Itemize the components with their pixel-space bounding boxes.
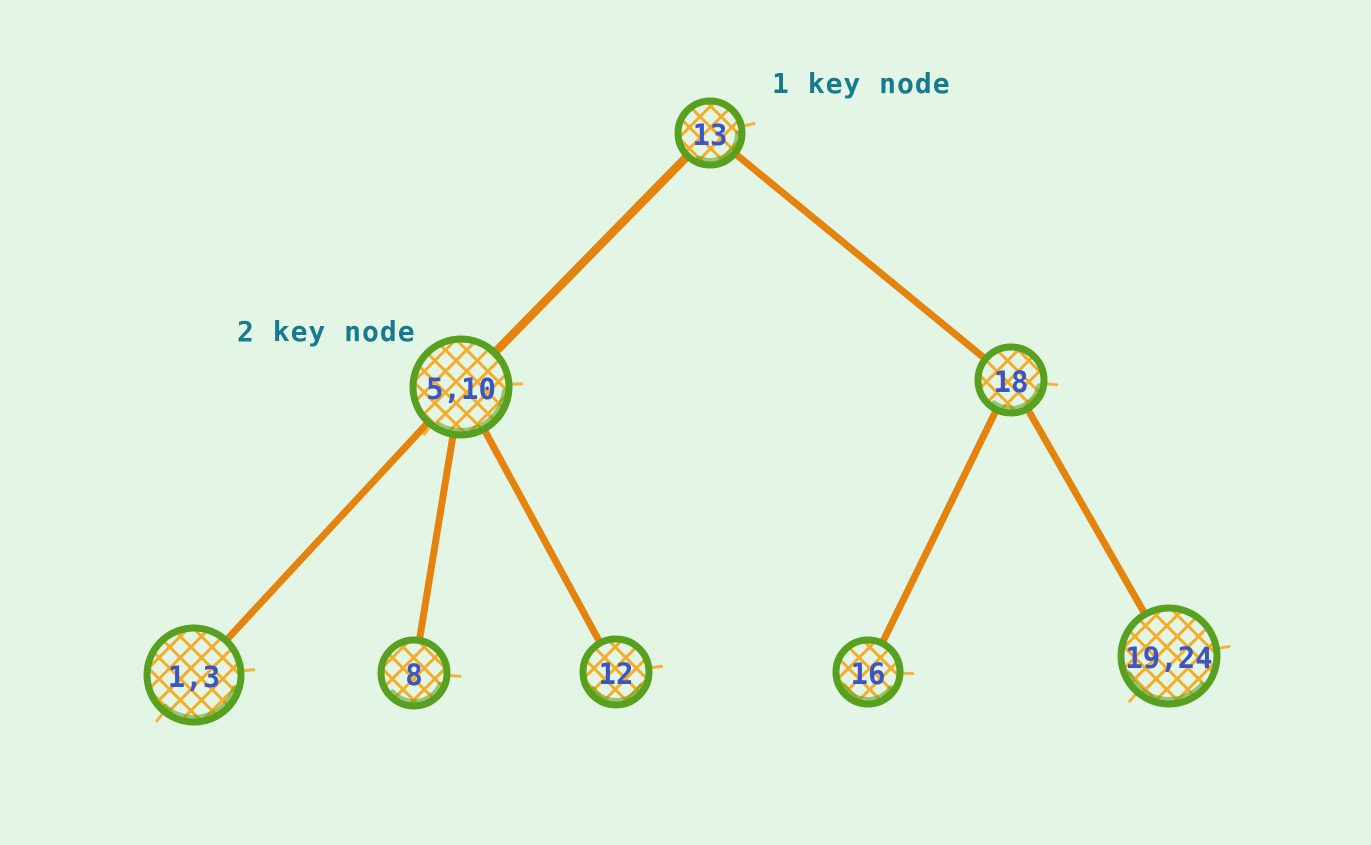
node-key-label: 18 xyxy=(994,365,1029,399)
node-key-label: 13 xyxy=(693,118,728,152)
edge-13-to-5,10 xyxy=(456,128,715,392)
tree-nodes: 13 5,10 18 1,3 8 12 16 19,24 xyxy=(143,97,1231,726)
node-circle-sketch-stroke xyxy=(383,642,445,704)
node-circle-sketch-stroke xyxy=(980,349,1042,411)
tree-node-13: 13 xyxy=(674,97,756,169)
node-circle xyxy=(674,97,746,169)
node-circle xyxy=(974,343,1048,417)
node-circle-sketch-stroke xyxy=(149,630,239,721)
edge-13-to-18 xyxy=(706,129,1015,384)
node-key-label: 1,3 xyxy=(168,660,220,694)
node-circle-sketch-stroke xyxy=(585,641,647,703)
edge-5,10-to-1,3 xyxy=(190,383,465,679)
tree-node-18: 18 xyxy=(974,343,1059,417)
tree-node-8: 8 xyxy=(377,636,462,710)
tree-node-5-10: 5,10 xyxy=(409,335,524,439)
node-key-label: 5,10 xyxy=(426,372,496,406)
node-key-label: 8 xyxy=(405,658,422,692)
node-circle xyxy=(143,624,245,726)
tree-node-12: 12 xyxy=(579,635,664,709)
node-key-label: 19,24 xyxy=(1125,641,1212,675)
node-circle-sketch-stroke xyxy=(838,642,898,702)
node-circle-sketch-stroke xyxy=(680,103,740,163)
node-circle xyxy=(1117,604,1221,708)
tree-node-16: 16 xyxy=(832,636,915,708)
tree-node-1-3: 1,3 xyxy=(143,624,256,726)
node-key-label: 16 xyxy=(851,657,886,691)
node-circle-sketch-stroke xyxy=(1122,610,1215,702)
tree-node-19-24: 19,24 xyxy=(1117,604,1231,708)
node-circle xyxy=(409,335,513,439)
annotation-two-key-node: 2 key node xyxy=(237,315,416,348)
node-circle xyxy=(832,636,904,708)
node-circle-sketch-stroke xyxy=(415,341,507,433)
annotation-one-key-node: 1 key node xyxy=(772,67,951,100)
node-circle xyxy=(579,635,653,709)
node-circle xyxy=(377,636,451,710)
edge-18-to-19,24 xyxy=(1007,376,1173,660)
edge-5,10-to-12 xyxy=(457,383,620,676)
edge-18-to-16 xyxy=(864,376,1015,676)
node-key-label: 12 xyxy=(599,657,634,691)
